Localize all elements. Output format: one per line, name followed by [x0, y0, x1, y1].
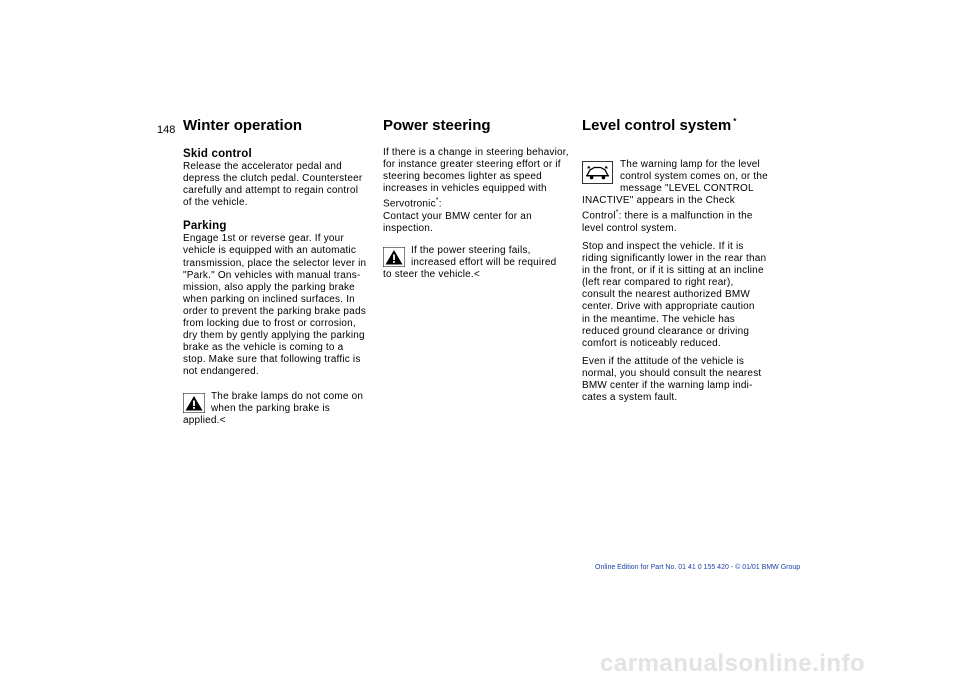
winter-operation-heading: Winter operation: [183, 117, 303, 134]
level-control-paragraph-1: The warning lamp for the level control s…: [582, 147, 774, 235]
warning-triangle-icon: [383, 246, 405, 267]
power-steering-note-text: If the power steering fails, increased e…: [383, 244, 557, 281]
brake-lamp-note: The brake lamps do not come on when the …: [183, 391, 375, 427]
power-steering-text-part1: If there is a change in steering behavio…: [383, 147, 569, 210]
level-control-text-part1: The warning lamp for the level control s…: [582, 159, 768, 222]
power-steering-heading: Power steering: [383, 117, 491, 134]
warning-triangle-icon: [183, 392, 205, 413]
power-steering-text-part2: : Contact your BMW center for an inspect…: [383, 198, 532, 234]
watermark-logo: carmanualsonline.info: [600, 650, 866, 677]
level-control-heading: Level control system*: [582, 117, 736, 134]
footnote-star: *: [615, 209, 619, 217]
skid-control-heading: Skid control: [183, 148, 252, 160]
parking-text: Engage 1st or reverse gear. If your vehi…: [183, 233, 367, 378]
level-control-column: The warning lamp for the level control s…: [582, 147, 774, 410]
heading-star: *: [733, 117, 737, 126]
skid-control-text: Release the accelerator pedal and depres…: [183, 161, 363, 209]
footer-edition-text: Online Edition for Part No. 01 41 0 155 …: [595, 564, 801, 571]
brake-lamp-note-text: The brake lamps do not come on when the …: [183, 390, 364, 426]
level-control-paragraph-2: Stop and inspect the vehicle. If it is r…: [582, 240, 767, 349]
parking-heading: Parking: [183, 220, 227, 233]
level-control-heading-text: Level control system: [582, 117, 732, 134]
end-mark: <: [473, 269, 480, 281]
power-steering-note: If the power steering fails, increased e…: [383, 245, 575, 281]
power-steering-column: If there is a change in steering behavio…: [383, 147, 575, 281]
end-mark: <: [219, 414, 226, 426]
level-control-paragraph-3: Even if the attitude of the vehicle is n…: [582, 355, 762, 404]
winter-operation-column: Skid control Release the accelerator ped…: [183, 147, 375, 427]
page-number: 148: [157, 124, 176, 136]
power-steering-text: If there is a change in steering behavio…: [383, 147, 575, 235]
footnote-star: *: [435, 197, 439, 205]
level-control-text-part2: : there is a malfunction in the level co…: [582, 210, 753, 234]
level-control-warning-lamp-icon: [582, 161, 613, 185]
